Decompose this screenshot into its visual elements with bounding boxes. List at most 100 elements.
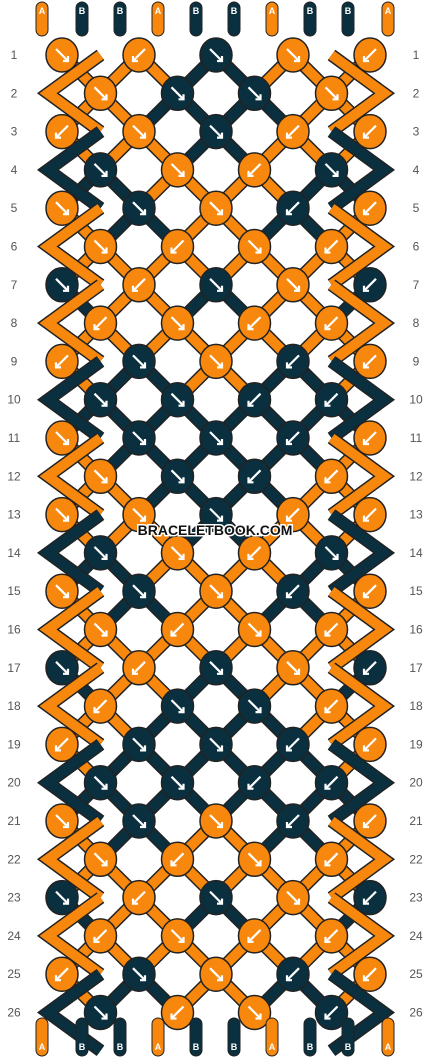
arrow-down-right-icon <box>93 775 108 790</box>
arrow-head-icon <box>362 745 369 752</box>
arrow-head-icon <box>362 975 369 982</box>
arrow-head-icon <box>101 400 108 407</box>
top-strand-label: B <box>345 6 352 16</box>
bottom-strand-stub <box>341 1017 355 1057</box>
arrow-head-icon <box>285 592 292 599</box>
knot <box>276 267 310 303</box>
arrow-down-left-icon <box>93 699 108 713</box>
top-strand-stub <box>189 1 203 37</box>
row-number-right: 9 <box>413 354 420 368</box>
arrow-head-icon <box>63 592 70 599</box>
knot <box>83 764 118 801</box>
row-number-left: 1 <box>11 48 18 62</box>
arrow-head-icon <box>217 745 224 752</box>
edge-loop <box>39 510 104 596</box>
knot <box>314 458 349 495</box>
knot <box>314 305 349 341</box>
arrow-head-icon <box>324 324 331 331</box>
row-number-left: 2 <box>11 86 18 100</box>
knot <box>353 956 387 992</box>
knot <box>237 918 272 954</box>
edge-loop <box>39 280 104 366</box>
arrow-down-right-icon <box>93 163 108 177</box>
arrow-down-left-icon <box>170 1005 185 1020</box>
arrow-down-left-icon <box>247 929 262 943</box>
row-number-left: 4 <box>11 163 18 177</box>
bottom-strand-stub <box>75 1017 89 1057</box>
arrow-down-left-icon <box>132 661 146 675</box>
arrow-head-icon <box>140 362 147 369</box>
arrow-down-left-icon <box>324 469 339 484</box>
knot <box>314 764 349 801</box>
arrow-down-right-icon <box>132 584 146 598</box>
arrow-head-icon <box>54 975 61 982</box>
row-number-left: 5 <box>11 201 18 215</box>
knot <box>276 803 310 839</box>
arrow-head-icon <box>285 515 292 522</box>
knot <box>122 573 156 609</box>
arrow-head-icon <box>101 170 108 177</box>
arrow-head-icon <box>332 553 339 561</box>
arrow-down-left-icon <box>363 48 377 62</box>
edge-loop <box>328 127 393 213</box>
arrow-down-right-icon <box>170 775 185 790</box>
arrow-down-right-icon <box>209 890 223 905</box>
top-strand-stub <box>75 1 89 37</box>
knot <box>122 726 156 763</box>
arrow-down-right-icon <box>286 661 300 675</box>
top-strand-label: B <box>193 6 200 16</box>
row-number-right: 14 <box>409 546 423 560</box>
knot <box>122 420 156 456</box>
arrow-head-icon <box>362 56 369 63</box>
arrow-down-left-icon <box>286 124 300 139</box>
arrow-head-icon <box>324 936 331 944</box>
knot <box>199 573 233 609</box>
knot <box>237 152 272 188</box>
top-strand-label: A <box>385 6 392 16</box>
knot <box>45 573 79 609</box>
arrow-head-icon <box>54 362 61 369</box>
arrow-head-icon <box>178 170 185 177</box>
arrow-head-icon <box>54 132 61 139</box>
arrow-down-left-icon <box>247 469 262 484</box>
knot <box>314 688 349 724</box>
bottom-strand-label: B <box>231 1042 238 1052</box>
arrow-head-icon <box>54 745 61 752</box>
arrow-head-icon <box>217 132 224 139</box>
arrow-down-right-icon <box>247 86 262 101</box>
arrow-down-right-icon <box>55 661 69 675</box>
arrow-head-icon <box>101 247 108 254</box>
row-number-left: 23 <box>7 891 21 905</box>
knot <box>199 650 233 686</box>
arrow-down-right-icon <box>132 201 146 215</box>
knot <box>353 496 387 533</box>
arrow-down-left-icon <box>55 737 69 752</box>
arrow-head-icon <box>131 285 138 292</box>
knot <box>353 190 387 226</box>
knot <box>314 228 349 265</box>
arrow-head-icon <box>255 630 262 637</box>
arrow-head-icon <box>63 898 70 905</box>
bottom-strand-label: B <box>79 1042 86 1052</box>
knot <box>83 918 118 954</box>
arrow-head-icon <box>140 209 147 216</box>
row-number-right: 12 <box>409 469 423 483</box>
knot <box>45 113 79 150</box>
arrow-head-icon <box>324 630 331 637</box>
arrow-head-icon <box>178 553 185 561</box>
arrow-head-icon <box>247 783 254 790</box>
arrow-head-icon <box>362 132 369 139</box>
row-number-right: 6 <box>413 240 420 254</box>
arrow-down-left-icon <box>363 661 377 675</box>
arrow-down-left-icon <box>324 929 339 943</box>
arrow-down-right-icon <box>55 507 69 522</box>
arrow-down-left-icon <box>363 278 377 292</box>
knot <box>276 420 310 456</box>
knot <box>199 956 233 992</box>
arrow-head-icon <box>362 285 369 292</box>
bottom-strand-label: A <box>39 1042 46 1052</box>
knot <box>237 228 272 265</box>
knot <box>45 803 79 839</box>
